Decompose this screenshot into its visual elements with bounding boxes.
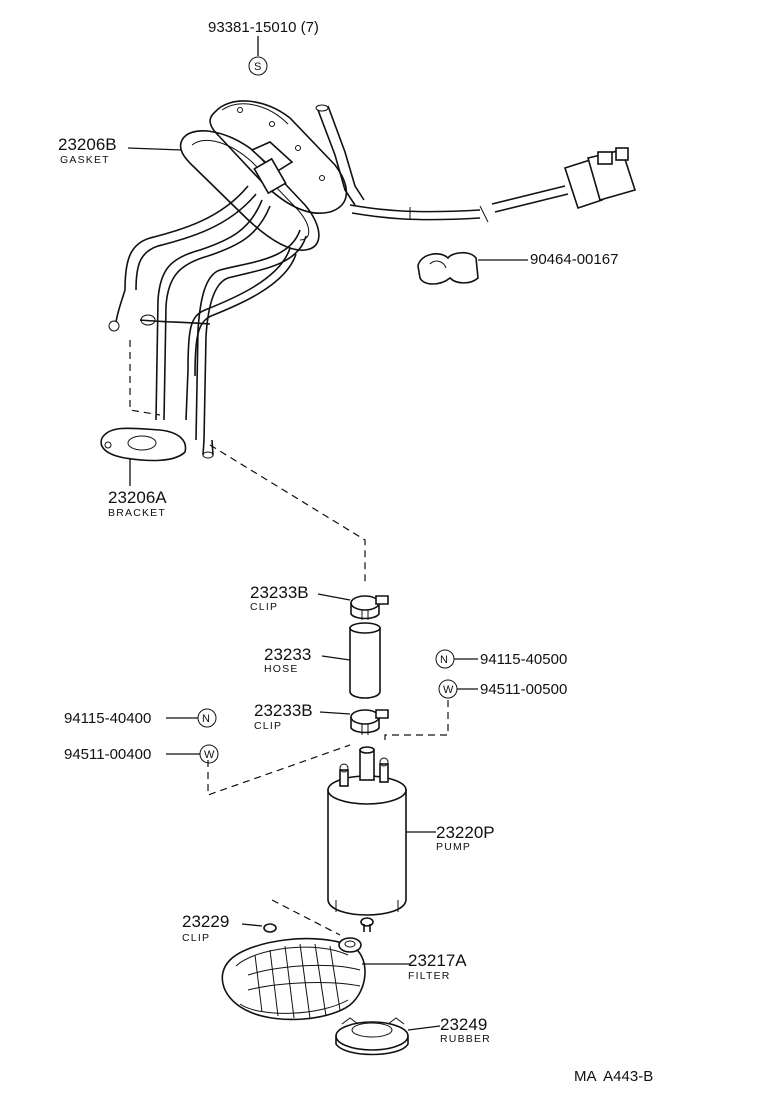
hose-number: 23233 — [264, 645, 311, 664]
nut-left-symbol: N — [202, 713, 210, 725]
clip-upper-number: 23233B — [250, 583, 309, 602]
gasket-callout: 23206B GASKET — [58, 135, 183, 166]
w-symbol-icon-left — [199, 744, 219, 764]
nut-left-callout: 94115-40400 N — [64, 708, 217, 728]
clip-small-part: 23229 CLIP — [182, 912, 277, 944]
washer-left-callout: 94511-00400 W — [64, 744, 219, 764]
filter-number: 23217A — [408, 951, 467, 970]
rubber-part: 23249 RUBBER — [335, 1015, 491, 1056]
bracket-part: 23206A BRACKET — [100, 427, 187, 519]
connector-clamp-number: 90464-00167 — [530, 251, 618, 268]
clip-upper-part: 23233B CLIP — [250, 583, 389, 620]
sender-plate-assembly — [108, 100, 637, 459]
rubber-name: RUBBER — [440, 1033, 491, 1045]
washer-left-symbol: W — [204, 749, 215, 761]
figure-code: MA A443-B — [574, 1068, 653, 1085]
clip-small-name: CLIP — [182, 932, 210, 944]
washer-left-number: 94511-00400 — [64, 746, 151, 763]
clip-upper-name: CLIP — [250, 601, 278, 613]
clip-lower-name: CLIP — [254, 720, 282, 732]
bracket-name: BRACKET — [108, 507, 166, 519]
nut-left-number: 94115-40400 — [64, 710, 151, 727]
clip-small-number: 23229 — [182, 912, 229, 931]
nut-right-symbol: N — [440, 654, 448, 666]
nut-right-callout: N 94115-40500 — [435, 649, 567, 669]
rubber-number: 23249 — [440, 1015, 487, 1034]
hose-part: 23233 HOSE — [264, 622, 381, 699]
gasket-number: 23206B — [58, 135, 117, 154]
washer-right-number: 94511-00500 — [480, 681, 567, 698]
pump-part: 23220P PUMP — [327, 746, 495, 932]
washer-right-callout: W 94511-00500 — [438, 679, 567, 699]
sender-screw-symbol: S — [254, 61, 261, 73]
filter-name: FILTER — [408, 970, 451, 982]
clip-lower-number: 23233B — [254, 701, 313, 720]
pump-number: 23220P — [436, 823, 495, 842]
hose-name: HOSE — [264, 663, 299, 675]
pump-name: PUMP — [436, 841, 471, 853]
connector-clamp-part: 90464-00167 — [417, 251, 618, 285]
sender-screw-number: 93381-15010 (7) — [208, 19, 319, 36]
filter-part: 23217A FILTER — [221, 937, 467, 1021]
clip-lower-part: 23233B CLIP — [254, 701, 389, 735]
nut-right-number: 94115-40500 — [480, 651, 567, 668]
sender-screw-callout: 93381-15010 (7) S — [208, 19, 319, 76]
gasket-name: GASKET — [60, 154, 110, 166]
washer-right-symbol: W — [443, 684, 454, 696]
bracket-number: 23206A — [108, 488, 167, 507]
n-symbol-icon-left — [197, 708, 217, 728]
s-symbol-icon — [248, 56, 268, 76]
